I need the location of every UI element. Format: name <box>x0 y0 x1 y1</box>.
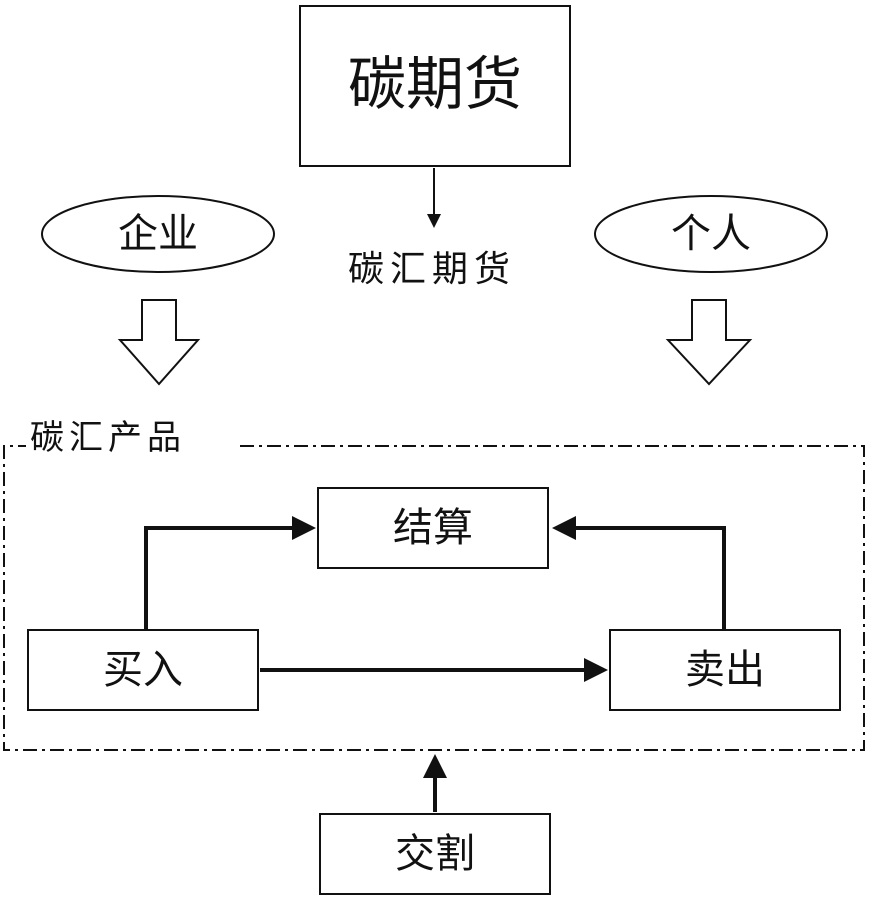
sell-to-settlement-arrow <box>574 526 726 630</box>
delivery-to-group-arrowhead <box>423 754 447 778</box>
enterprise-label: 企业 <box>118 211 198 257</box>
carbon-sink-products-group <box>3 445 865 751</box>
top-down-arrowhead <box>427 214 441 228</box>
buy-to-sell-arrowhead <box>584 658 608 682</box>
settlement-label: 结算 <box>393 505 473 551</box>
enterprise-ellipse <box>41 195 275 273</box>
carbon-futures-label: 碳期货 <box>348 50 522 118</box>
enterprise-hollow-arrow <box>117 299 201 386</box>
carbon-sink-products-label: 碳汇产品 <box>30 418 186 458</box>
buy-label: 买入 <box>103 647 183 693</box>
individual-label: 个人 <box>671 211 751 257</box>
carbon-futures-box <box>299 5 571 167</box>
buy-to-settlement-arrow <box>144 526 294 630</box>
buy-box <box>27 629 259 711</box>
individual-hollow-arrow <box>665 299 753 386</box>
individual-ellipse <box>594 195 828 273</box>
delivery-label: 交割 <box>395 831 475 877</box>
settlement-box <box>317 487 549 569</box>
sell-label: 卖出 <box>685 647 765 693</box>
delivery-box <box>319 813 551 895</box>
sell-to-settlement-arrowhead <box>552 516 576 540</box>
carbon-sink-futures-label: 碳汇期货 <box>348 249 516 290</box>
buy-to-settlement-arrowhead <box>292 516 316 540</box>
